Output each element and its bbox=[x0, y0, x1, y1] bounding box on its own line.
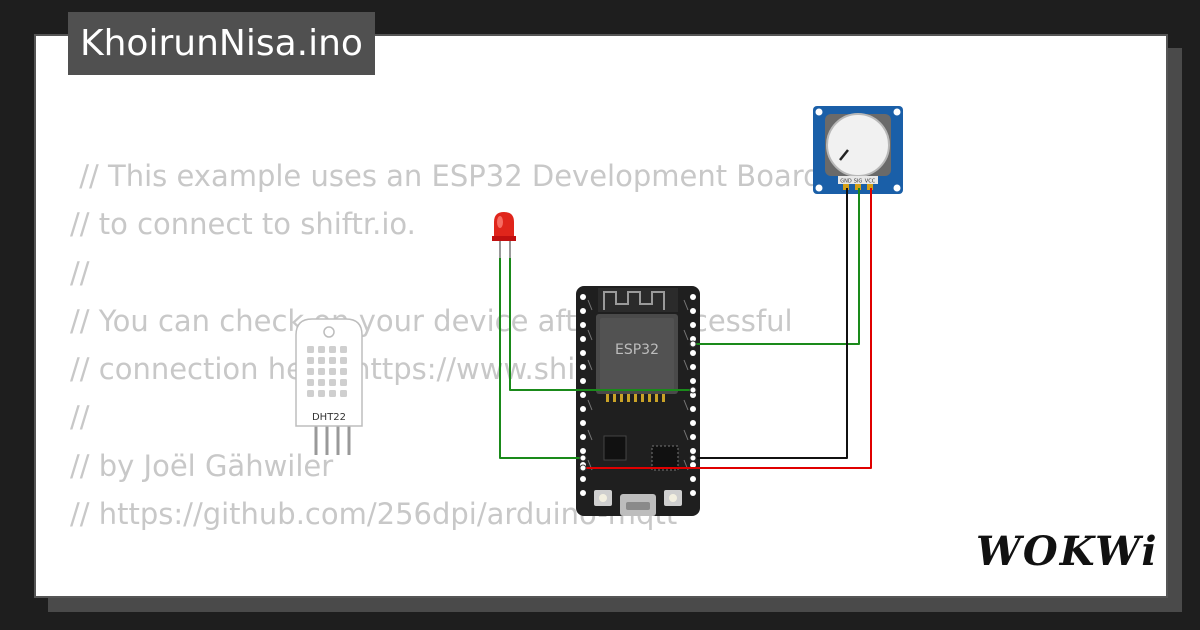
esp32-board[interactable]: ESP32 bbox=[576, 286, 700, 516]
code-line: // This example uses an ESP32 Developmen… bbox=[70, 159, 822, 193]
pot-pin-vcc: VCC bbox=[865, 179, 876, 185]
wire-led-anode[interactable] bbox=[509, 258, 693, 391]
wire-pot-gnd[interactable] bbox=[693, 188, 848, 459]
dht22-sensor[interactable]: DHT22 bbox=[295, 318, 363, 455]
dht22-label: DHT22 bbox=[312, 412, 346, 423]
wokwi-logo: WOKWi bbox=[976, 528, 1159, 575]
code-background: // This example uses an ESP32 Developmen… bbox=[70, 152, 822, 596]
wire-pot-vcc[interactable] bbox=[583, 188, 872, 469]
wire-led-cathode[interactable] bbox=[499, 258, 583, 459]
wire-pot-sig[interactable] bbox=[693, 188, 860, 345]
led-red[interactable] bbox=[492, 212, 516, 258]
knob-icon[interactable] bbox=[826, 113, 890, 177]
code-line: // by Joël Gähwiler bbox=[70, 448, 334, 483]
page-title: KhoirunNisa.ino bbox=[68, 12, 375, 75]
code-line: // bbox=[70, 255, 90, 290]
pot-pin-sig: SIG bbox=[854, 179, 863, 185]
code-line: // to connect to shiftr.io. bbox=[70, 207, 416, 242]
esp32-label: ESP32 bbox=[615, 342, 659, 358]
code-line: // bbox=[70, 400, 90, 435]
wires bbox=[499, 188, 872, 469]
potentiometer[interactable]: GND SIG VCC bbox=[813, 106, 903, 194]
pot-pin-gnd: GND bbox=[840, 179, 852, 185]
code-line: #include <WiFi.h> bbox=[70, 587, 822, 596]
